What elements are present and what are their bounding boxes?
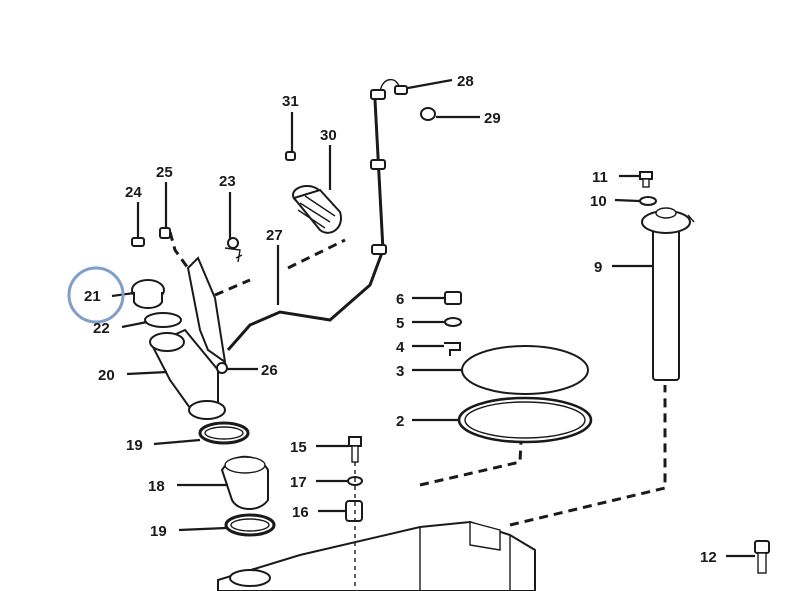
label-2: 2 bbox=[396, 413, 404, 430]
part-2-seal-ring bbox=[457, 396, 593, 444]
part-23-bolt bbox=[224, 237, 243, 263]
label-11: 11 bbox=[592, 169, 608, 186]
label-30: 30 bbox=[320, 127, 337, 144]
part-16-spacer bbox=[345, 500, 363, 522]
part-21-filler-cap bbox=[131, 279, 165, 309]
part-19-clamp-upper bbox=[198, 421, 250, 445]
part-10-washer bbox=[639, 196, 657, 206]
filler-bracket bbox=[186, 256, 227, 365]
label-15: 15 bbox=[290, 439, 307, 456]
part-31-screw bbox=[285, 151, 296, 161]
part-30-valve bbox=[292, 185, 342, 234]
part-11-screw bbox=[639, 171, 653, 188]
part-29-nut bbox=[420, 107, 436, 121]
vent-pipe bbox=[226, 78, 408, 351]
label-21: 21 bbox=[84, 288, 101, 305]
part-15-bolt bbox=[348, 436, 362, 463]
part-22-seal bbox=[144, 312, 182, 328]
label-3: 3 bbox=[396, 363, 404, 380]
fuel-tank bbox=[217, 520, 536, 591]
part-9-sender-tube bbox=[641, 207, 695, 381]
part-26-nut bbox=[216, 362, 228, 374]
label-31: 31 bbox=[282, 93, 299, 110]
part-25-clip bbox=[159, 227, 171, 239]
label-27: 27 bbox=[266, 227, 283, 244]
part-3-gasket bbox=[461, 345, 589, 395]
part-12-screw bbox=[754, 540, 770, 574]
label-22: 22 bbox=[93, 320, 110, 337]
part-19-clamp-lower bbox=[224, 513, 276, 537]
part-24-screw bbox=[131, 237, 145, 247]
label-28: 28 bbox=[457, 73, 474, 90]
label-23: 23 bbox=[219, 173, 236, 190]
part-4-clip bbox=[444, 342, 461, 356]
label-5: 5 bbox=[396, 315, 404, 332]
label-20: 20 bbox=[98, 367, 115, 384]
part-18-hose bbox=[220, 455, 269, 510]
label-4: 4 bbox=[396, 339, 405, 356]
label-18: 18 bbox=[148, 478, 165, 495]
part-5-washer bbox=[444, 317, 462, 327]
leader-lines bbox=[111, 78, 755, 558]
label-16: 16 bbox=[292, 504, 309, 521]
part-6-nut bbox=[444, 291, 462, 305]
label-26: 26 bbox=[261, 362, 278, 379]
label-9: 9 bbox=[594, 259, 602, 276]
label-19-lower: 19 bbox=[150, 523, 167, 540]
label-17: 17 bbox=[290, 474, 307, 491]
label-24: 24 bbox=[125, 184, 142, 201]
highlight-circle-part-21 bbox=[67, 266, 125, 324]
label-25: 25 bbox=[156, 164, 173, 181]
label-6: 6 bbox=[396, 291, 404, 308]
part-20-filler-neck bbox=[149, 328, 226, 420]
label-29: 29 bbox=[484, 110, 501, 127]
label-10: 10 bbox=[590, 193, 607, 210]
label-12: 12 bbox=[700, 549, 717, 566]
label-19-upper: 19 bbox=[126, 437, 143, 454]
